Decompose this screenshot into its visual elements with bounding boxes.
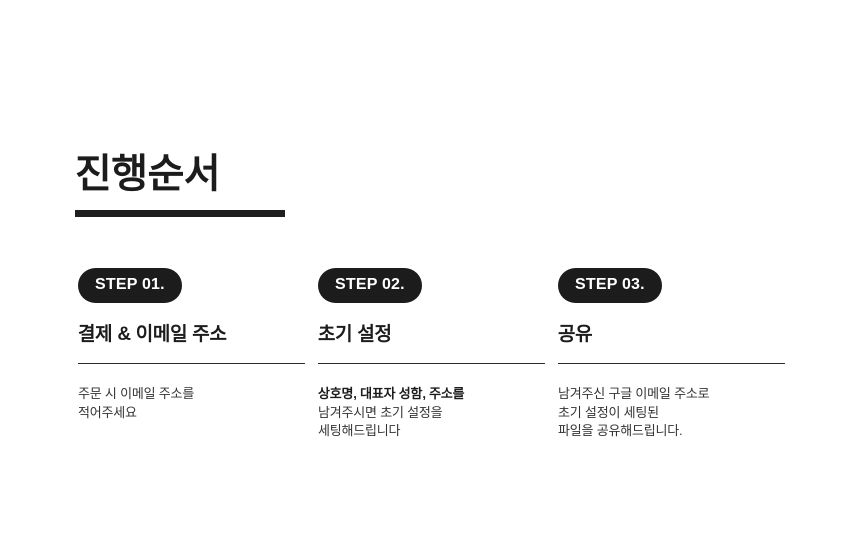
steps-container: STEP 01. 결제 & 이메일 주소 주문 시 이메일 주소를 적어주세요 …	[78, 268, 785, 441]
title-block: 진행순서	[75, 150, 285, 217]
step-body-line: 남겨주신 구글 이메일 주소로	[558, 386, 710, 401]
title-underline-rule	[75, 210, 285, 217]
step-divider-2	[318, 363, 545, 364]
step-body-line: 적어주세요	[78, 404, 137, 420]
step-divider-3	[558, 363, 785, 364]
step-divider-1	[78, 363, 305, 364]
step-column-2: STEP 02. 초기 설정 상호명, 대표자 성함, 주소를 남겨주시면 초기…	[318, 268, 545, 441]
step-heading-1: 결제 & 이메일 주소	[78, 324, 227, 345]
step-body-line: 남겨주시면 초기 설정을	[318, 404, 443, 420]
step-body-line: 주문 시 이메일 주소를	[78, 386, 195, 401]
step-body-line: 초기 설정이 세팅된	[558, 404, 659, 420]
step-body-1: 주문 시 이메일 주소를 적어주세요	[78, 364, 305, 422]
step-badge-1: STEP 01.	[78, 268, 182, 303]
step-column-3: STEP 03. 공유 남겨주신 구글 이메일 주소로 초기 설정이 세팅된 파…	[558, 268, 785, 441]
page-title: 진행순서	[75, 152, 221, 196]
step-badge-2: STEP 02.	[318, 268, 422, 303]
step-badge-3: STEP 03.	[558, 268, 662, 303]
step-body-3: 남겨주신 구글 이메일 주소로 초기 설정이 세팅된 파일을 공유해드립니다.	[558, 364, 785, 441]
step-body-line: 상호명, 대표자 성함, 주소를	[318, 386, 465, 401]
step-body-line: 세팅해드립니다	[318, 423, 401, 438]
step-heading-3: 공유	[558, 324, 593, 345]
step-body-2: 상호명, 대표자 성함, 주소를 남겨주시면 초기 설정을 세팅해드립니다	[318, 364, 545, 441]
step-column-1: STEP 01. 결제 & 이메일 주소 주문 시 이메일 주소를 적어주세요	[78, 268, 305, 422]
step-heading-2: 초기 설정	[318, 324, 392, 345]
step-body-line: 파일을 공유해드립니다.	[558, 423, 683, 438]
